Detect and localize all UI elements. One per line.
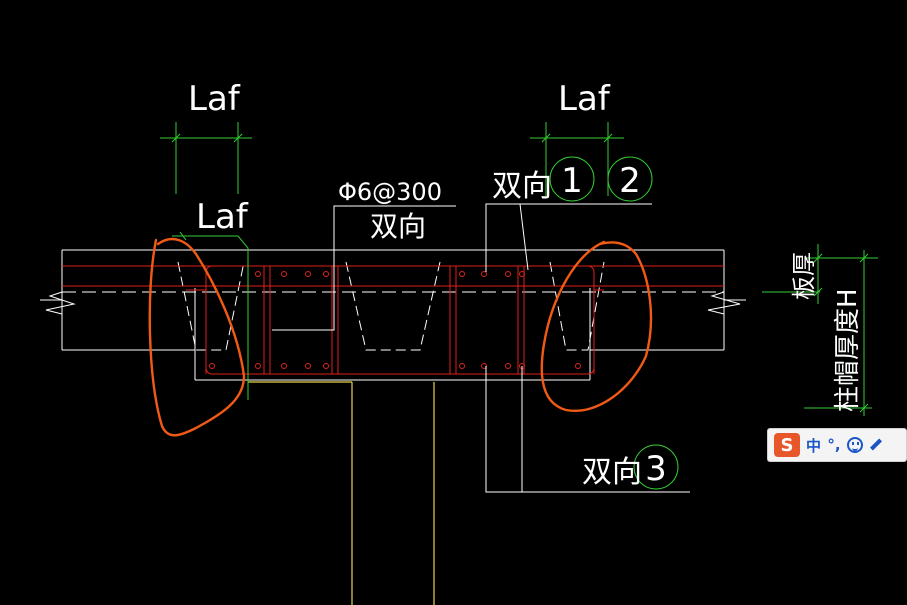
markup-annotations: [148, 237, 653, 437]
ime-logo[interactable]: S: [774, 433, 800, 457]
rebar-callout-sub: 双向: [370, 210, 426, 243]
ime-mode-toggle[interactable]: 中: [806, 436, 822, 455]
rebar-dot: [505, 271, 511, 277]
rebar-callout: Φ6@300: [338, 178, 442, 206]
break-lines: [40, 291, 746, 315]
void-forms: [177, 261, 605, 351]
dim-label-left-mid: Laf: [196, 197, 249, 237]
bubble-3-label: 3: [645, 449, 667, 489]
pencil-icon[interactable]: [869, 438, 883, 452]
slab-outline: [61, 249, 725, 381]
ime-punct-toggle[interactable]: °,: [827, 436, 841, 454]
rebar-dot: [505, 363, 511, 369]
rebar-dot: [323, 271, 329, 277]
dim-label-right-top: Laf: [558, 79, 611, 119]
markup-left: [148, 237, 246, 437]
rebar-dot: [281, 271, 287, 277]
rebar: [62, 265, 724, 375]
ime-toolbar[interactable]: S 中 °,: [767, 428, 907, 462]
dim-cap-thickness: 柱帽厚度H: [833, 288, 863, 412]
rebar-dot: [305, 363, 311, 369]
rebar-dots: [209, 271, 581, 369]
rebar-dot: [305, 271, 311, 277]
dim-slab-thickness: 板厚: [790, 252, 818, 300]
bubble-1-label: 1: [561, 161, 583, 201]
bubble-2-label: 2: [619, 161, 641, 201]
rebar-dot: [255, 363, 261, 369]
markup-right: [540, 240, 653, 413]
rebar-dot: [209, 363, 215, 369]
rebar-dot: [323, 363, 329, 369]
rebar-dot: [255, 271, 261, 277]
rebar-dot: [519, 271, 525, 277]
bidir-label-bottom: 双向: [582, 455, 642, 490]
rebar-dot: [281, 363, 287, 369]
smiley-icon[interactable]: [847, 437, 864, 453]
rebar-dot: [481, 271, 487, 277]
dimension-lines: [160, 122, 878, 490]
rebar-dot: [459, 363, 465, 369]
dim-label-left-top: Laf: [188, 79, 241, 119]
bidir-label-top: 双向: [492, 169, 552, 204]
column: [248, 381, 435, 605]
rebar-dot: [459, 271, 465, 277]
leader-lines: [272, 203, 690, 493]
rebar-dot: [575, 363, 581, 369]
